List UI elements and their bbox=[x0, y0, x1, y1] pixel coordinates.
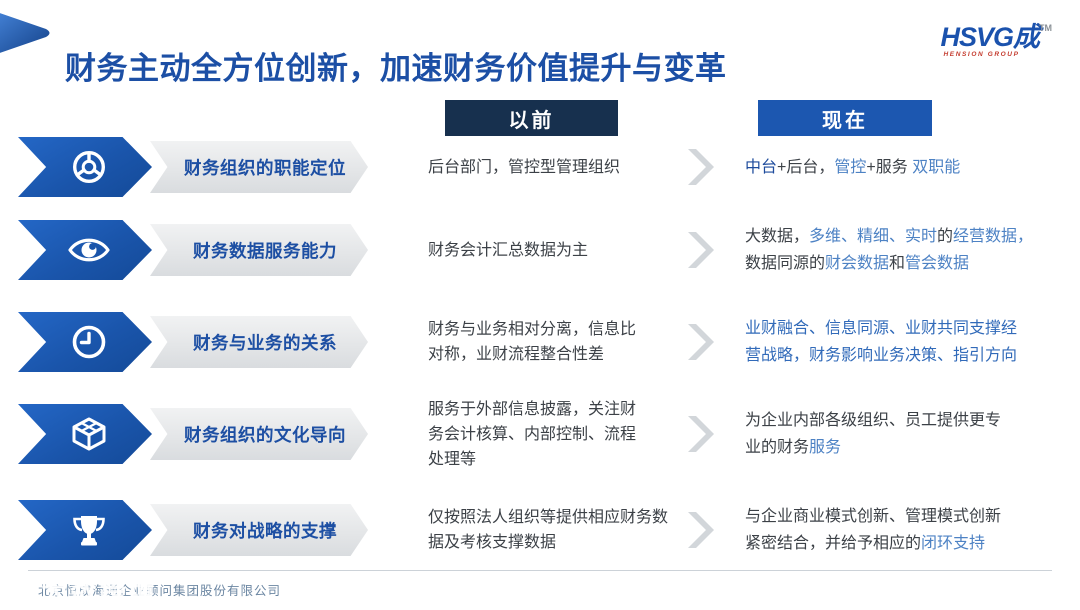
before-text: 服务于外部信息披露，关注财务会计核算、内部控制、流程处理等 bbox=[428, 401, 680, 468]
now-text-segment: 大数据， bbox=[745, 228, 810, 245]
now-text-segment: 营战略，财务影响业务决策、指引方向 bbox=[745, 347, 1018, 364]
comparison-row: 财务数据服务能力 财务会计汇总数据为主 大数据，多维、精细、实时的经营数据，数据… bbox=[0, 220, 1080, 280]
before-line: 务会计核算、内部控制、流程 bbox=[428, 425, 637, 443]
row-category-label: 财务对战略的支撑 bbox=[193, 520, 337, 541]
now-text-segment: 与企业商业模式创新、管理模式创新 bbox=[745, 508, 1002, 525]
row-banner-arrow bbox=[18, 404, 152, 464]
now-text-segment: 管会数据 bbox=[905, 255, 970, 272]
chevron-right-icon bbox=[683, 404, 719, 464]
row-banner-arrow bbox=[18, 137, 152, 197]
now-text-segment: 多维、精细、实时 bbox=[809, 228, 938, 245]
row-category-label: 财务组织的职能定位 bbox=[184, 157, 346, 178]
now-text-segment: 经营数据， bbox=[953, 228, 1034, 245]
before-line: 对称，业财流程整合性差 bbox=[428, 346, 605, 363]
now-line: 大数据，多维、精细、实时的经营数据， bbox=[745, 223, 1047, 250]
before-text: 仅按照法人组织等提供相应财务数据及考核支撑数据 bbox=[428, 500, 680, 560]
now-text: 中台+后台，管控+服务 双职能 bbox=[745, 137, 1047, 197]
chevron-right-icon bbox=[683, 220, 719, 280]
column-header-before: 以前 bbox=[445, 100, 618, 136]
steering-wheel-icon bbox=[69, 147, 109, 187]
now-line: 为企业内部各级组织、员工提供更专 bbox=[745, 407, 1047, 434]
now-text-segment: 服务 bbox=[875, 158, 913, 176]
watermark: 大数跨境 bbox=[2, 570, 157, 609]
logo-wordmark: HSVG成 bbox=[940, 22, 1040, 52]
company-logo: HSVG成TM HENSION GROUP bbox=[940, 24, 1052, 59]
now-text: 业财融合、信息同源、业财共同支撑经营战略，财务影响业务决策、指引方向 bbox=[745, 312, 1047, 372]
now-text-segment: 为企业内部各级组织、员工提供更专 bbox=[745, 412, 1002, 429]
before-line: 服务于外部信息披露，关注财 bbox=[428, 400, 637, 418]
row-category-label: 财务数据服务能力 bbox=[193, 240, 337, 261]
now-text-segment: 紧密结合，并给予相应的 bbox=[745, 535, 922, 552]
page-title: 财务主动全方位创新，加速财务价值提升与变革 bbox=[65, 50, 727, 86]
comparison-row: 财务组织的文化导向 服务于外部信息披露，关注财务会计核算、内部控制、流程处理等 … bbox=[0, 401, 1080, 468]
clock-icon bbox=[69, 322, 109, 362]
row-category-arrow: 财务数据服务能力 bbox=[150, 224, 368, 276]
trademark-symbol: TM bbox=[1039, 23, 1052, 33]
now-text-segment: 业财融合、信息同源、业财共同支撑经 bbox=[745, 320, 1018, 337]
now-text-segment: 的 bbox=[937, 228, 954, 245]
now-text-segment: 财会数据 bbox=[825, 255, 890, 272]
now-text: 大数据，多维、精细、实时的经营数据，数据同源的财会数据和管会数据 bbox=[745, 220, 1047, 280]
column-header-now: 现在 bbox=[758, 100, 932, 136]
now-line: 业财融合、信息同源、业财共同支撑经 bbox=[745, 315, 1047, 342]
now-text: 与企业商业模式创新、管理模式创新紧密结合，并给予相应的闭环支持 bbox=[745, 500, 1047, 560]
before-line: 后台部门，管控型管理组织 bbox=[428, 158, 621, 176]
comparison-row: 财务与业务的关系 财务与业务相对分离，信息比对称，业财流程整合性差 业财融合、信… bbox=[0, 312, 1080, 372]
eye-icon bbox=[67, 230, 111, 270]
title-arrow-decoration bbox=[0, 4, 60, 69]
now-text-segment: 和 bbox=[889, 255, 906, 272]
now-line: 中台+后台，管控+服务 双职能 bbox=[745, 154, 1047, 181]
now-text-segment: 数据同源的 bbox=[745, 255, 826, 272]
now-text-segment: 双职能 bbox=[912, 158, 961, 176]
before-line: 财务会计汇总数据为主 bbox=[428, 241, 589, 259]
watermark-text: 大数跨境 bbox=[41, 577, 157, 607]
before-text: 财务会计汇总数据为主 bbox=[428, 220, 680, 280]
row-category-arrow: 财务与业务的关系 bbox=[150, 316, 368, 368]
row-banner-arrow bbox=[18, 220, 152, 280]
before-text: 后台部门，管控型管理组织 bbox=[428, 137, 680, 197]
row-category-label: 财务组织的文化导向 bbox=[184, 424, 346, 445]
now-text-segment: + bbox=[866, 158, 876, 176]
now-text: 为企业内部各级组织、员工提供更专业的财务服务 bbox=[745, 404, 1047, 464]
comparison-row: 财务组织的职能定位 后台部门，管控型管理组织 中台+后台，管控+服务 双职能 bbox=[0, 137, 1080, 197]
row-banner-arrow bbox=[18, 312, 152, 372]
logo-subtext: HENSION GROUP bbox=[943, 51, 1020, 58]
before-line: 处理等 bbox=[428, 450, 477, 468]
now-text-segment: 后台， bbox=[786, 158, 835, 176]
chevron-right-icon bbox=[683, 500, 719, 560]
now-text-segment: 业的财务 bbox=[745, 439, 810, 456]
watermark-logo-icon bbox=[2, 576, 36, 603]
now-line: 紧密结合，并给予相应的闭环支持 bbox=[745, 530, 1047, 557]
row-banner-arrow bbox=[18, 500, 152, 560]
row-category-arrow: 财务组织的职能定位 bbox=[150, 141, 368, 193]
row-category-label: 财务与业务的关系 bbox=[193, 332, 337, 353]
now-line: 营战略，财务影响业务决策、指引方向 bbox=[745, 342, 1047, 369]
before-line: 财务与业务相对分离，信息比 bbox=[428, 321, 637, 338]
company-name: 北京恒成海通企业顾问集团股份有限公司 bbox=[38, 584, 282, 598]
before-text: 财务与业务相对分离，信息比对称，业财流程整合性差 bbox=[428, 312, 680, 372]
now-text-segment: 闭环支持 bbox=[921, 535, 986, 552]
row-category-arrow: 财务组织的文化导向 bbox=[150, 408, 368, 460]
chevron-right-icon bbox=[683, 137, 719, 197]
now-text-segment: + bbox=[777, 158, 787, 176]
comparison-row: 财务对战略的支撑 仅按照法人组织等提供相应财务数据及考核支撑数据 与企业商业模式… bbox=[0, 500, 1080, 560]
trophy-icon bbox=[69, 510, 109, 550]
before-line: 据及考核支撑数据 bbox=[428, 534, 557, 551]
cube-icon bbox=[68, 414, 110, 454]
now-text-segment: 管控 bbox=[834, 158, 867, 176]
now-text-segment: 服务 bbox=[809, 439, 842, 456]
now-text-segment: 中台 bbox=[745, 158, 778, 176]
now-line: 与企业商业模式创新、管理模式创新 bbox=[745, 503, 1047, 530]
now-line: 数据同源的财会数据和管会数据 bbox=[745, 250, 1047, 277]
row-category-arrow: 财务对战略的支撑 bbox=[150, 504, 368, 556]
now-line: 业的财务服务 bbox=[745, 434, 1047, 461]
footer-divider bbox=[28, 570, 1052, 571]
before-line: 仅按照法人组织等提供相应财务数 bbox=[428, 509, 669, 526]
chevron-right-icon bbox=[683, 312, 719, 372]
